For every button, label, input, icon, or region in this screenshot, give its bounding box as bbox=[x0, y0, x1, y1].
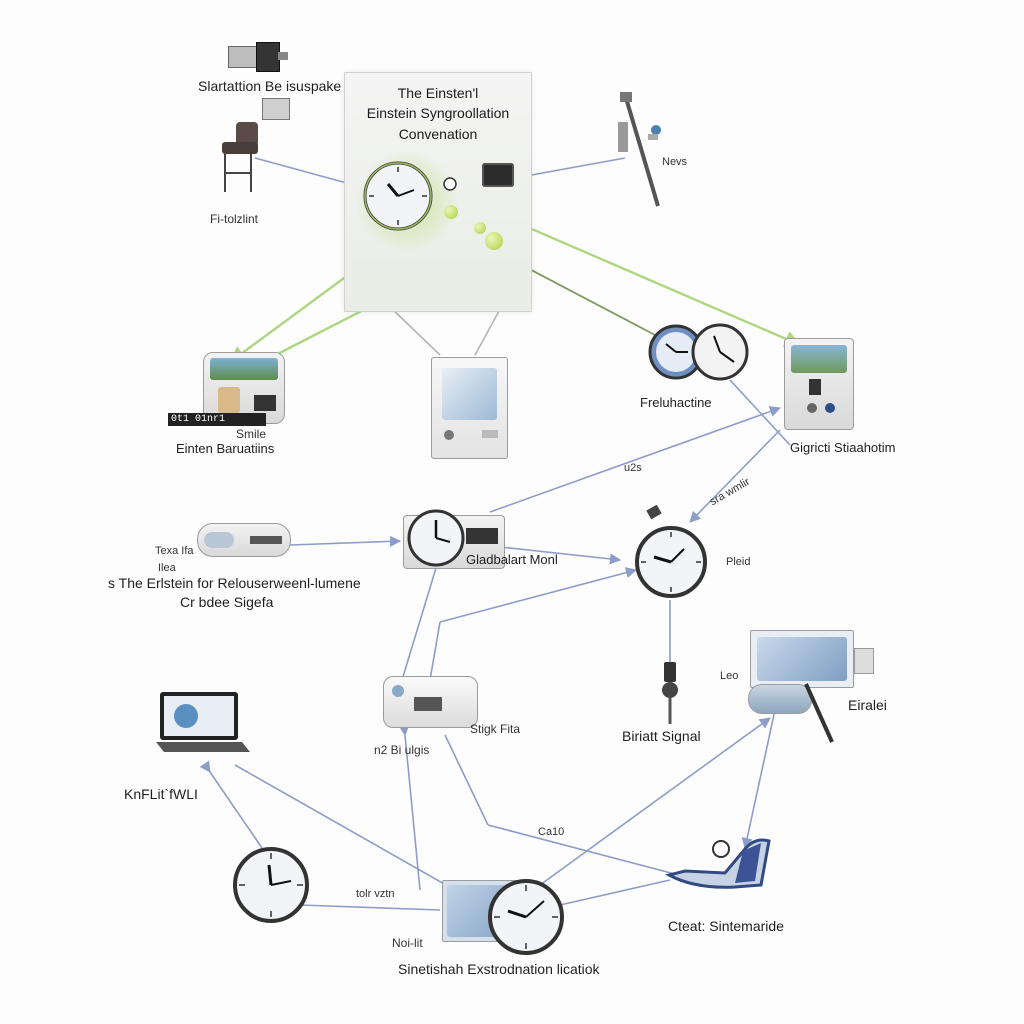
center-title: The Einsten'l Einstein Syngroollation Co… bbox=[345, 83, 531, 144]
capsule-device-icon[interactable] bbox=[197, 523, 291, 557]
small-device-icon bbox=[262, 98, 290, 120]
leo-label: Leo bbox=[720, 670, 739, 682]
scanner-handle-icon[interactable] bbox=[748, 684, 812, 714]
pleid-label: Pleid bbox=[726, 556, 751, 568]
scanner-device-icon[interactable] bbox=[383, 676, 478, 728]
tolr-vztn-label: tolr vztn bbox=[356, 888, 395, 900]
scanner-tab-icon bbox=[854, 648, 874, 674]
chair-icon[interactable] bbox=[218, 120, 264, 194]
news-label: Nevs bbox=[662, 156, 688, 168]
uzs-label: u2s bbox=[624, 462, 642, 474]
einten-baruations-label: Einten Baruatiins bbox=[176, 441, 275, 456]
signal-dot bbox=[485, 232, 503, 250]
chair-label: Fi-tolzlint bbox=[210, 212, 259, 226]
synchronized-clock-icon[interactable] bbox=[486, 877, 566, 957]
screen-device-icon[interactable] bbox=[203, 352, 285, 424]
control-panel-icon[interactable] bbox=[431, 357, 508, 459]
clock-icon[interactable] bbox=[362, 160, 434, 232]
microscope-icon[interactable] bbox=[612, 92, 668, 210]
center-title-line-3: Convenation bbox=[398, 125, 478, 142]
stopwatch-icon[interactable] bbox=[632, 505, 710, 600]
clock-icon bbox=[407, 509, 465, 567]
stigk-fita-label: Stigk Fita bbox=[470, 722, 521, 736]
device-tag: 0t1 01nr1 bbox=[168, 413, 266, 426]
scanner-screen-icon[interactable] bbox=[750, 630, 854, 688]
monitor-device-icon[interactable] bbox=[228, 42, 288, 72]
center-title-line-2: Einstein Syngroollation bbox=[366, 105, 510, 122]
eiralei-label: Eiralei bbox=[848, 697, 887, 713]
stopwatch-small-icon bbox=[443, 177, 457, 191]
cas-label: Ca10 bbox=[538, 826, 565, 838]
ilea-label: Ilea bbox=[158, 562, 176, 574]
signal-dot bbox=[474, 222, 486, 234]
gladbalart-label: Gladbalart Monl bbox=[466, 552, 558, 567]
erlstein-main-label: s The Erlstein for Relouserweenl-lumene bbox=[108, 575, 361, 591]
noi-lit-label: Noi-lit bbox=[392, 936, 423, 950]
wall-clock-icon[interactable] bbox=[231, 845, 311, 925]
center-title-line-1: The Einsten'l bbox=[397, 85, 479, 101]
sled-device-icon[interactable] bbox=[665, 835, 777, 897]
signal-probe-icon bbox=[662, 662, 678, 724]
signal-box-icon bbox=[482, 163, 514, 187]
biriatt-signal-label: Biriatt Signal bbox=[622, 728, 701, 744]
freluhactine-label: Freluhactine bbox=[640, 395, 712, 410]
panel-device-icon[interactable] bbox=[784, 338, 854, 430]
wand-icon bbox=[804, 683, 834, 743]
station-label: Slartattion Be isuspake bbox=[198, 78, 342, 94]
bottom-caption: Sinetishah Exstrodnation licatiok bbox=[398, 961, 600, 977]
n2-bi-label: n2 Bi ulgis bbox=[374, 743, 430, 757]
cteat-label: Cteat: Sintemaride bbox=[668, 918, 784, 934]
texa-label: Texa Ifa bbox=[155, 545, 194, 557]
dual-clock-icon[interactable] bbox=[648, 322, 752, 384]
erlstein-sub-label: Cr bdee Sigefa bbox=[180, 594, 274, 610]
laptop-icon[interactable] bbox=[156, 690, 252, 760]
gigricti-label: Gigricti Stiaahotim bbox=[790, 440, 896, 455]
smile-label: Smile bbox=[236, 427, 267, 441]
knfl-label: KnFLit`fWLI bbox=[124, 786, 198, 802]
signal-dot bbox=[444, 205, 458, 219]
